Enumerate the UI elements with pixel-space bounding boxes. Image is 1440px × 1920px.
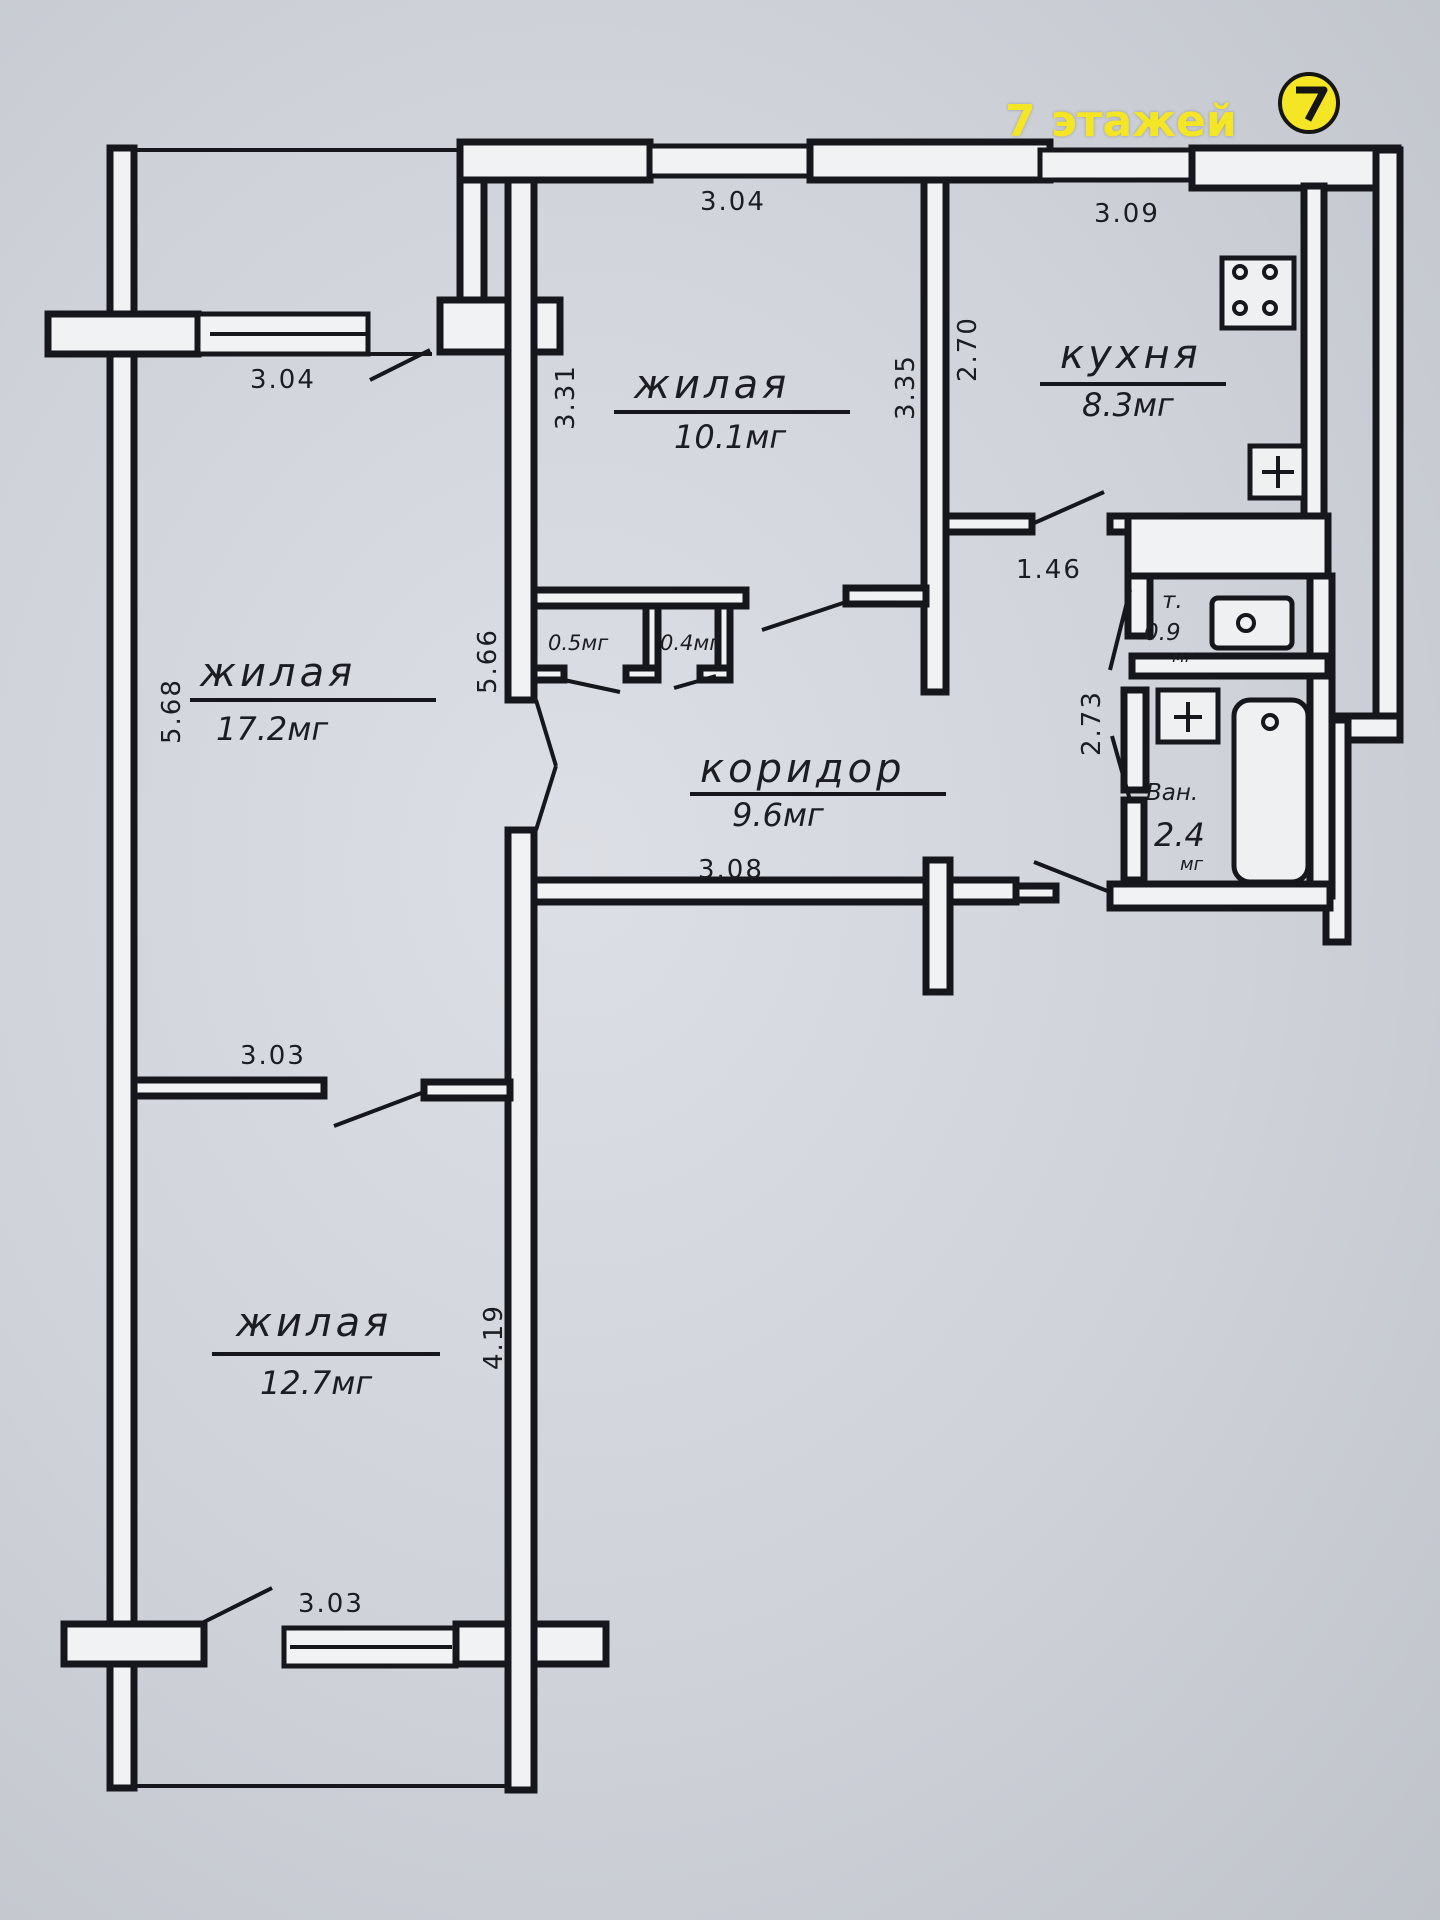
svg-text:0.9: 0.9 [1144,620,1181,646]
dim-middle-room-right: 3.35 [891,354,921,420]
room-label-corridor: коридор 9.6мг [690,746,946,834]
dim-kitchen-left: 2.70 [953,316,983,382]
svg-text:коридор: коридор [700,746,906,792]
wall-large-room-right-lower [504,826,538,1794]
room-label-living-middle: жилая 10.1мг [614,362,850,456]
dim-bottom-room-height: 4.19 [479,1304,509,1370]
wall-room-divider-right [420,1078,514,1102]
svg-text:т.: т. [1162,588,1183,614]
svg-text:10.1мг: 10.1мг [674,418,786,456]
svg-text:мг: мг [1172,647,1194,667]
svg-text:кухня: кухня [1060,332,1202,378]
dim-corridor-width: 3.08 [698,855,764,885]
wall-corridor-stub [922,856,954,996]
dim-kitchen-door: 1.46 [1016,555,1082,585]
dim-bath-height: 2.73 [1077,690,1107,756]
wall-bath-bottom [1106,880,1334,912]
window-kitchen [1037,147,1203,183]
wall-top-middle [806,138,1054,184]
balcony-stub-bottom [60,1620,208,1668]
wall-large-room-right-upper [504,176,538,704]
watermark-text: 7 этажей [1005,96,1237,147]
outer-left-wall [106,144,138,1792]
wall-room-divider-left [130,1076,328,1100]
closet-labels: 0.5мг 0.4мг [548,631,721,655]
room-label-kitchen: кухня 8.3мг [1040,332,1226,424]
wall-middle-room-door-stub [842,584,930,608]
wall-kitchen-bottom-left [942,512,1036,536]
dim-bottom-window: 3.03 [298,1589,364,1619]
svg-text:9.6мг: 9.6мг [732,796,824,834]
watermark-logo-icon [1278,72,1340,134]
wall-wc-bath [1128,652,1332,680]
svg-text:12.7мг: 12.7мг [260,1364,372,1402]
stove-fixture [1219,255,1297,331]
dim-kitchen-width: 3.09 [1094,199,1160,229]
wall-bath-right [1306,572,1336,900]
room-label-toilet: т. 0.9 мг [1144,588,1194,667]
svg-text:жилая: жилая [235,1300,392,1346]
wall-kitchen-bottom-right [1124,512,1332,580]
dim-middle-room-left: 3.31 [551,364,581,430]
wall-top-right [1188,144,1402,192]
balcony-stub-top [44,310,202,358]
outer-right-wall [1372,146,1404,734]
room-label-living-large: жилая 17.2мг [190,650,436,748]
dim-room-divider: 3.03 [240,1041,306,1071]
wall-bath-left-upper [1120,686,1150,794]
kitchen-sink-fixture [1247,443,1307,501]
svg-text:0.5мг: 0.5мг [548,631,609,655]
room-label-living-bottom: жилая 12.7мг [212,1300,440,1402]
bathtub-fixture [1231,697,1311,885]
wall-closets-top [530,586,750,610]
wall-top-left [456,138,654,184]
svg-text:жилая: жилая [199,650,356,696]
svg-text:0.4мг: 0.4мг [660,631,721,655]
svg-text:17.2мг: 17.2мг [216,710,328,748]
wall-bath-left-lower [1120,796,1148,884]
svg-text:мг: мг [1180,854,1204,875]
dim-middle-room-width: 3.04 [700,187,766,217]
wall-notch [436,296,564,356]
window-middle-room [647,143,813,179]
wall-middle-kitchen [920,176,950,696]
svg-text:Ван.: Ван. [1146,780,1198,806]
dim-large-room-left: 5.68 [157,678,187,744]
dim-balcony-top: 3.04 [250,365,316,395]
svg-text:2.4: 2.4 [1154,816,1205,854]
dim-corridor-left: 5.66 [473,628,503,694]
svg-text:жилая: жилая [633,362,790,408]
wall-kitchen-right [1300,182,1328,540]
svg-text:8.3мг: 8.3мг [1082,386,1174,424]
room-label-bathroom: Ван. 2.4 мг [1146,780,1205,875]
